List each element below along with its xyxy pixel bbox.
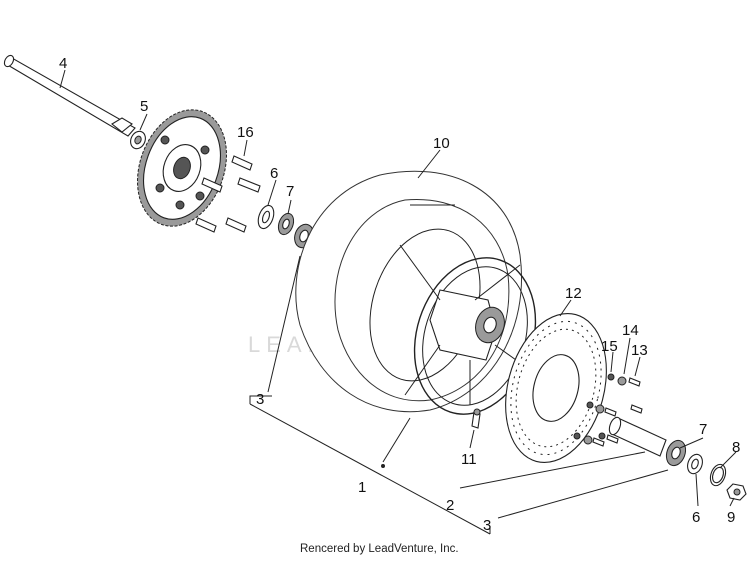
axle-nut-part[interactable]: [726, 483, 747, 501]
callout-6-right[interactable]: 6: [692, 509, 700, 526]
callout-11[interactable]: 11: [461, 451, 477, 468]
disc-bolts[interactable]: [573, 373, 643, 447]
rear-sprocket-part[interactable]: [122, 97, 242, 238]
callout-14[interactable]: 14: [622, 322, 639, 339]
callout-3-bottom[interactable]: 3: [483, 517, 491, 534]
rear-wheel-rim-part[interactable]: [351, 215, 554, 430]
footer-credit: Rencered by LeadVenture, Inc.: [300, 543, 459, 555]
washer-right-part[interactable]: [685, 452, 705, 476]
callout-6-top[interactable]: 6: [270, 165, 278, 182]
callout-9[interactable]: 9: [727, 509, 735, 526]
callout-3-left[interactable]: 3: [256, 391, 264, 408]
ring-right-part[interactable]: [708, 462, 729, 487]
callout-12[interactable]: 12: [565, 285, 582, 302]
bearing-left-part[interactable]: [276, 211, 317, 250]
callout-15[interactable]: 15: [601, 338, 618, 355]
brake-disc-part[interactable]: [490, 302, 622, 474]
callout-13[interactable]: 13: [631, 342, 648, 359]
axle-spacer-part[interactable]: [128, 129, 148, 151]
washer-left-part[interactable]: [255, 203, 276, 230]
sprocket-studs[interactable]: [195, 155, 261, 233]
callout-1[interactable]: 1: [358, 479, 366, 496]
callout-10[interactable]: 10: [433, 135, 450, 152]
axle-shaft[interactable]: [3, 54, 136, 137]
leader-lines: [59, 69, 737, 535]
tire-valve-part[interactable]: [471, 408, 481, 429]
callout-2[interactable]: 2: [446, 497, 454, 514]
bearing-right-part[interactable]: [663, 438, 689, 469]
callout-5[interactable]: 5: [140, 98, 148, 115]
callout-8[interactable]: 8: [732, 439, 740, 456]
wheel-spacer-part[interactable]: [607, 416, 667, 457]
callout-4[interactable]: 4: [59, 55, 67, 72]
callout-7-top[interactable]: 7: [286, 183, 294, 200]
rear-tire-part[interactable]: [295, 170, 522, 413]
callout-16[interactable]: 16: [237, 124, 254, 141]
center-dot: [381, 464, 385, 468]
callout-7-right[interactable]: 7: [699, 421, 707, 438]
